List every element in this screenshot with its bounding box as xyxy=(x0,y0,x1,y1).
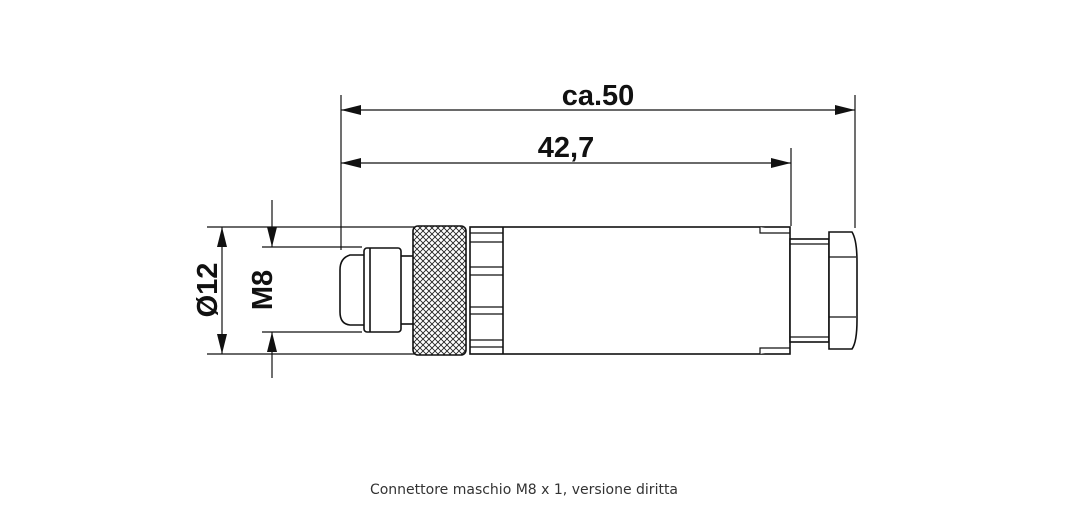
figure-caption: Connettore maschio M8 x 1, versione diri… xyxy=(369,482,679,498)
thread-section xyxy=(363,247,402,333)
end-nut xyxy=(828,231,858,350)
dimension-label-d12: Ø12 xyxy=(192,263,224,318)
dimension-label-body: 42,7 xyxy=(538,132,594,164)
connector-outline xyxy=(339,225,858,356)
cable-stub xyxy=(789,238,830,343)
knurled-nut xyxy=(412,225,467,356)
dimension-label-m8: M8 xyxy=(247,270,279,310)
connector-body xyxy=(469,226,791,355)
dimension-label-overall: ca.50 xyxy=(562,80,635,112)
plug-tip xyxy=(339,254,364,326)
